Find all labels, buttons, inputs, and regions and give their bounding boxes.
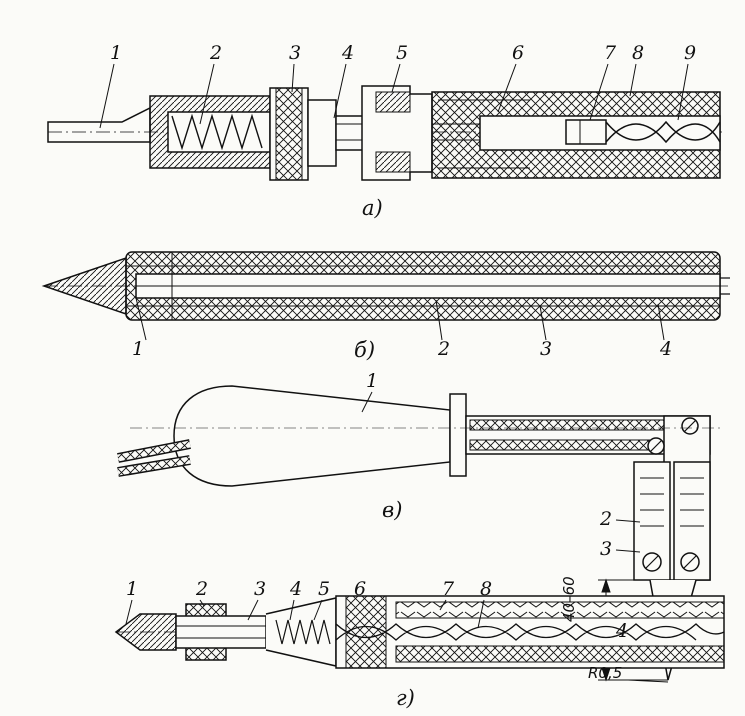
fig-c-dimension: 40–60 <box>560 576 578 622</box>
fig-c-label-3: 3 <box>600 538 613 560</box>
fig-a-label-8: 8 <box>632 42 645 64</box>
fig-c-handle <box>173 385 451 487</box>
fig-c-label-1: 1 <box>366 370 379 392</box>
fig-b-label-2: 2 <box>438 338 451 360</box>
fig-d-label-5: 5 <box>318 578 331 600</box>
fig-a-caption: а) <box>362 196 383 220</box>
fig-c-radius: R0,5 <box>588 664 623 682</box>
fig-b-label-3: 3 <box>540 338 553 360</box>
fig-c-caption: в) <box>382 498 403 522</box>
fig-d-label-4: 4 <box>290 578 303 600</box>
fig-d-tip <box>114 613 177 651</box>
fig-a-heater-coil <box>171 113 263 151</box>
fig-a-label-1: 1 <box>110 42 123 64</box>
fig-a-label-7: 7 <box>604 42 617 64</box>
fig-c-flange <box>449 393 467 477</box>
fig-c-label-2: 2 <box>600 508 613 530</box>
fig-d-label-7: 7 <box>442 578 455 600</box>
fig-a-label-6: 6 <box>512 42 525 64</box>
figure-d-drawing <box>114 595 725 669</box>
fig-d-label-2: 2 <box>196 578 209 600</box>
figure-a-drawing <box>47 63 722 181</box>
fig-d-label-6: 6 <box>354 578 367 600</box>
fig-b-label-4: 4 <box>660 338 673 360</box>
fig-d-cone <box>265 597 337 667</box>
fig-a-tip <box>47 106 151 143</box>
fig-d-label-3: 3 <box>254 578 267 600</box>
fig-d-label-8: 8 <box>480 578 493 600</box>
fig-a-label-9: 9 <box>684 42 697 64</box>
fig-b-label-1: 1 <box>132 338 145 360</box>
fig-b-wire-ends <box>720 277 730 295</box>
fig-b-caption: б) <box>354 338 376 362</box>
fig-c-terminal-block-left <box>633 461 671 581</box>
fig-d-spring <box>275 619 331 645</box>
fig-a-label-5: 5 <box>396 42 409 64</box>
fig-b-tip <box>41 256 127 316</box>
figure-b-drawing <box>41 251 730 341</box>
fig-a-twisted-wire <box>605 120 721 144</box>
fig-a-collar <box>307 99 337 167</box>
fig-a-label-3: 3 <box>289 42 302 64</box>
fig-a-label-4: 4 <box>342 42 355 64</box>
fig-a-label-2: 2 <box>210 42 223 64</box>
fig-c-label-4: 4 <box>616 620 629 642</box>
fig-d-caption: г) <box>396 686 415 710</box>
fig-a-contact <box>565 119 607 145</box>
fig-d-label-1: 1 <box>126 578 139 600</box>
fig-d-twisted-wire <box>335 623 725 641</box>
